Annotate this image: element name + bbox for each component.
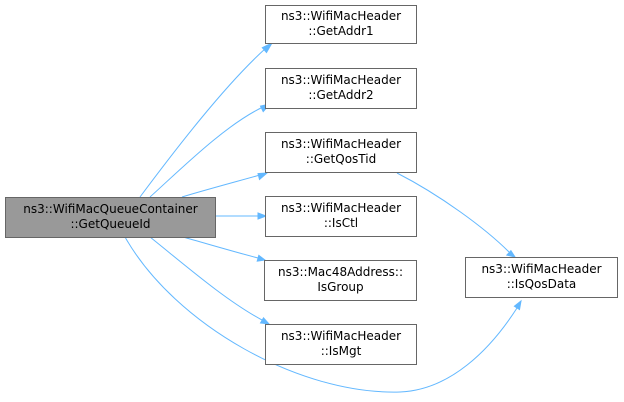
- node-is-group-line1: ns3::Mac48Address::: [278, 265, 403, 279]
- nodes: ns3::WifiMacQueueContainer ::GetQueueId …: [5, 5, 618, 365]
- node-get-qos-tid-line1: ns3::WifiMacHeader: [281, 137, 401, 151]
- node-is-ctl-line2: ::IsCtl: [324, 216, 358, 230]
- edge-root-to-is-ctl: [215, 212, 268, 220]
- node-root-line2: ::GetQueueId: [70, 217, 150, 231]
- node-get-qos-tid-line2: ::GetQosTid: [306, 152, 376, 166]
- node-is-qos-data[interactable]: ns3::WifiMacHeader ::IsQosData: [465, 257, 618, 298]
- node-is-ctl[interactable]: ns3::WifiMacHeader ::IsCtl: [265, 196, 417, 237]
- node-get-addr2[interactable]: ns3::WifiMacHeader ::GetAddr2: [265, 68, 417, 109]
- node-is-mgt-line2: ::IsMgt: [321, 344, 362, 358]
- node-get-addr1[interactable]: ns3::WifiMacHeader ::GetAddr1: [265, 5, 417, 44]
- node-root-line1: ns3::WifiMacQueueContainer: [23, 202, 198, 216]
- edge-root-to-is-mgt: [149, 236, 271, 325]
- node-get-addr1-line1: ns3::WifiMacHeader: [281, 9, 401, 23]
- node-is-ctl-line1: ns3::WifiMacHeader: [281, 201, 401, 215]
- edge-root-to-get-addr2: [149, 103, 272, 198]
- edge-root-to-is-qos-data: [124, 236, 522, 393]
- node-get-qos-tid[interactable]: ns3::WifiMacHeader ::GetQosTid: [265, 132, 417, 173]
- node-get-addr1-line2: ::GetAddr1: [308, 24, 373, 38]
- node-is-qos-data-line2: ::IsQosData: [507, 277, 577, 291]
- node-is-mgt-line1: ns3::WifiMacHeader: [281, 329, 401, 343]
- edge-root-to-get-addr1: [139, 41, 274, 198]
- node-is-group[interactable]: ns3::Mac48Address:: IsGroup: [264, 260, 417, 301]
- edges: [124, 41, 522, 393]
- node-is-group-line2: IsGroup: [317, 280, 363, 294]
- node-get-addr2-line2: ::GetAddr2: [308, 88, 373, 102]
- node-is-mgt[interactable]: ns3::WifiMacHeader ::IsMgt: [265, 324, 417, 365]
- node-root-get-queue-id[interactable]: ns3::WifiMacQueueContainer ::GetQueueId: [5, 197, 216, 238]
- node-get-addr2-line1: ns3::WifiMacHeader: [281, 73, 401, 87]
- node-is-qos-data-line1: ns3::WifiMacHeader: [481, 262, 601, 276]
- edge-root-to-get-qos-tid: [181, 172, 269, 198]
- edge-get-qos-tid-to-is-qos-data: [396, 172, 517, 258]
- edge-root-to-is-group: [182, 236, 267, 262]
